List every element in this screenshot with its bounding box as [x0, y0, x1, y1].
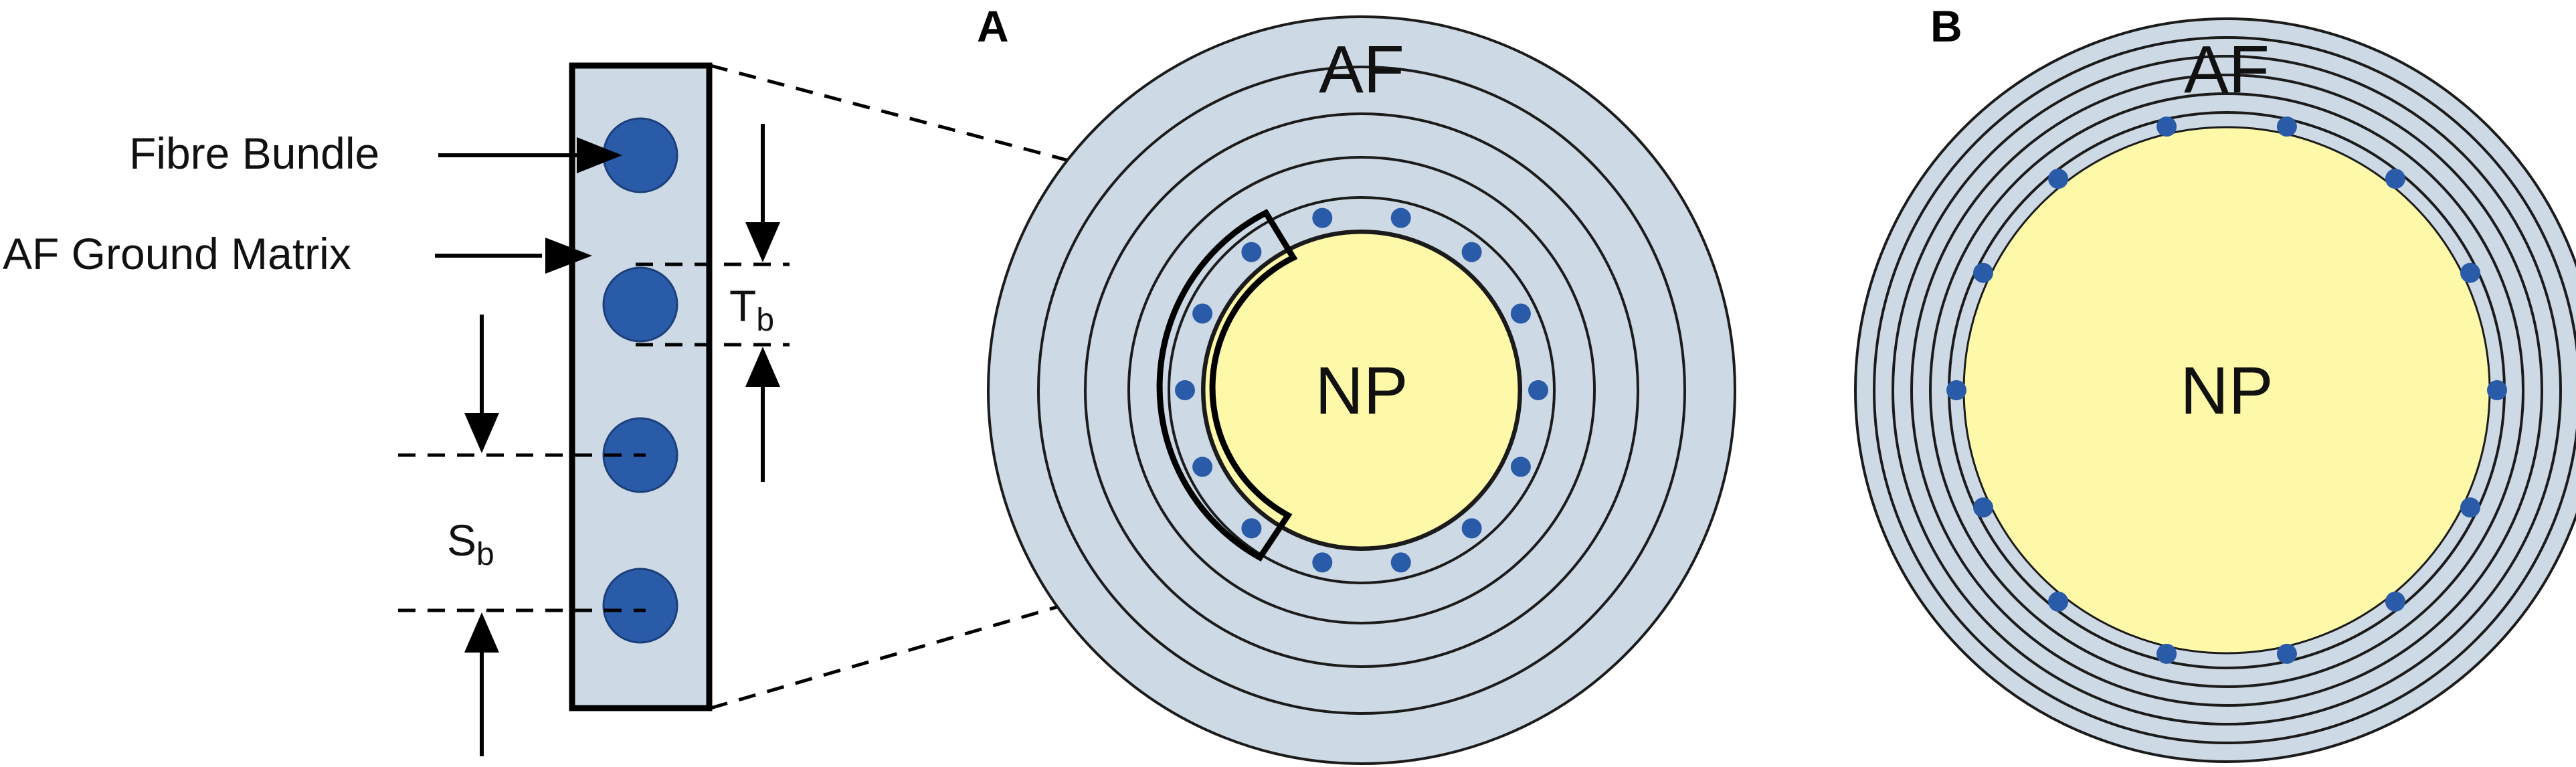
strip-cross-section	[569, 62, 713, 711]
fibre-bundle-b-5	[2460, 497, 2480, 518]
nucleus-pulposus-a	[1203, 232, 1520, 549]
fibre-bundle-2	[602, 266, 678, 343]
fibre-bundle-a-6	[1461, 518, 1482, 539]
fibre-bundle-b-9	[2048, 591, 2069, 612]
strip-outline-a	[1156, 209, 1298, 562]
fibre-bundle-b-4	[2487, 380, 2507, 400]
fibre-bundle-b-8	[2156, 643, 2177, 664]
fibre-bundle-a-10	[1192, 456, 1213, 477]
fibre-bundle-b-13	[2048, 169, 2069, 189]
af-label-b: AF	[2184, 32, 2270, 107]
fibre-bundle-a-8	[1312, 552, 1333, 573]
fibre-bundle-b-14	[2156, 116, 2177, 137]
fibre-bundle-a-3	[1510, 303, 1531, 324]
fibre-bundle-a-4	[1528, 380, 1548, 400]
np-label-b: NP	[2181, 353, 2274, 428]
fibre-bundle-b-11	[1946, 380, 1966, 400]
fibre-bundle-b-7	[2276, 643, 2297, 664]
fibre-bundle-a-11	[1175, 380, 1195, 400]
fibre-bundle-b-6	[2385, 591, 2405, 612]
panel-label-a: A	[977, 1, 1009, 51]
fibre-bundle-a-2	[1461, 242, 1482, 262]
fibre-bundle-a-14	[1312, 207, 1333, 228]
disc-b	[1854, 17, 2576, 763]
fibre-bundle-a-1	[1390, 207, 1411, 228]
fibre-bundle-label: Fibre Bundle	[129, 129, 379, 178]
fibre-bundle-a-9	[1241, 518, 1262, 539]
fibre-bundle-a-12	[1192, 303, 1213, 324]
fibre-bundle-b-12	[1973, 262, 1993, 283]
fibre-bundle-a-13	[1241, 242, 1262, 262]
ground-matrix-pointer	[435, 238, 592, 274]
fibre-bundle-b-10	[1973, 497, 1993, 518]
fibre-bundle-a-5	[1510, 456, 1531, 477]
fibre-bundles-b	[1946, 116, 2507, 664]
af-ground-matrix-label: AF Ground Matrix	[3, 229, 351, 278]
fibre-bundles-a	[1175, 207, 1548, 573]
tb-label: Tb	[729, 281, 774, 338]
sb-dimension	[398, 315, 646, 756]
disc-a	[987, 15, 1736, 765]
sb-label: Sb	[447, 515, 494, 572]
af-label-a: AF	[1319, 32, 1404, 107]
np-label-a: NP	[1315, 353, 1408, 428]
fibre-bundle-b-3	[2460, 262, 2480, 283]
fibre-bundle-a-7	[1390, 552, 1411, 573]
fibre-bundle-b-1	[2276, 116, 2297, 137]
panel-label-b: B	[1930, 1, 1962, 51]
fibre-bundle-4	[602, 568, 678, 644]
tb-dimension	[636, 124, 790, 482]
fibre-bundle-pointer	[438, 137, 622, 173]
fibre-bundle-b-2	[2385, 169, 2405, 189]
